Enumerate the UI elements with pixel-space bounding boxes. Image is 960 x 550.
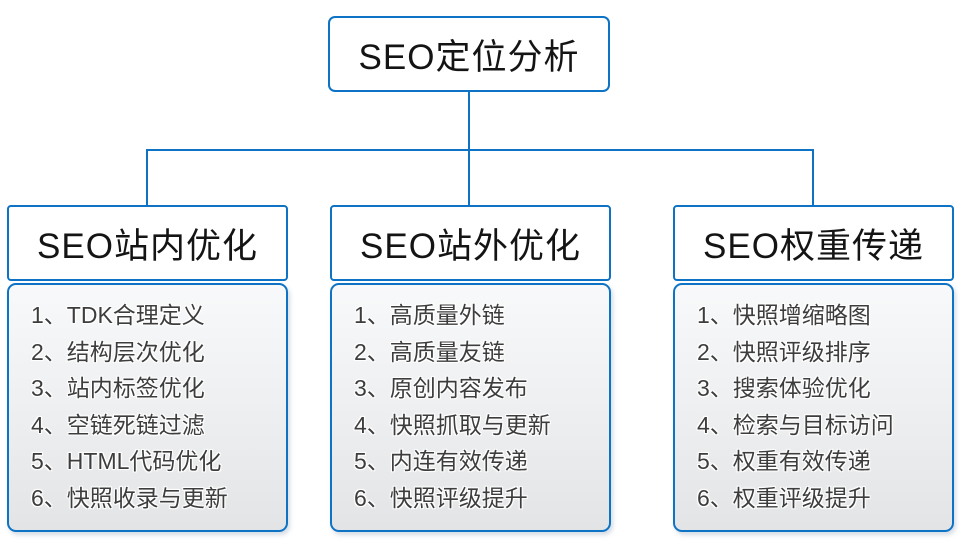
root-node: SEO定位分析: [328, 16, 610, 92]
list-item: 4、检索与目标访问: [697, 411, 894, 438]
list-item: 4、空链死链过滤: [31, 411, 205, 438]
list-item: 5、HTML代码优化: [31, 448, 222, 474]
list-item: 1、TDK合理定义: [31, 302, 205, 328]
connector-drop-right: [812, 149, 814, 206]
list-item: 6、快照收录与更新: [31, 484, 228, 511]
connector-drop-left: [146, 149, 148, 206]
list-item: 6、快照评级提升: [354, 484, 528, 511]
branch-column-weight: SEO权重传递 1、快照增缩略图 2、快照评级排序 3、搜索体验优化 4、检索与…: [673, 205, 954, 532]
list-item: 3、站内标签优化: [31, 375, 205, 401]
root-title: SEO定位分析: [358, 37, 580, 77]
branch-header-onsite: SEO站内优化: [7, 205, 288, 281]
connector-horizontal: [146, 149, 814, 151]
list-item: 4、快照抓取与更新: [354, 411, 551, 438]
branch-column-offsite: SEO站外优化 1、高质量外链 2、高质量友链 3、原创内容发布 4、快照抓取与…: [330, 205, 611, 532]
list-item: 5、内连有效传递: [354, 448, 528, 474]
branch-header-offsite: SEO站外优化: [330, 205, 611, 281]
list-item: 1、高质量外链: [354, 302, 505, 328]
list-item: 1、快照增缩略图: [697, 302, 871, 328]
list-item: 6、权重评级提升: [697, 484, 871, 511]
connector-drop-center: [468, 149, 470, 206]
branch-column-onsite: SEO站内优化 1、TDK合理定义 2、结构层次优化 3、站内标签优化 4、空链…: [7, 205, 288, 532]
branch-list-offsite: 1、高质量外链 2、高质量友链 3、原创内容发布 4、快照抓取与更新 5、内连有…: [330, 283, 611, 532]
branch-list-onsite: 1、TDK合理定义 2、结构层次优化 3、站内标签优化 4、空链死链过滤 5、H…: [7, 283, 288, 532]
branch-title: SEO权重传递: [703, 226, 924, 266]
connector-root-stem: [468, 92, 470, 150]
branch-list-weight: 1、快照增缩略图 2、快照评级排序 3、搜索体验优化 4、检索与目标访问 5、权…: [673, 283, 954, 532]
list-item: 3、原创内容发布: [354, 375, 528, 401]
branch-title: SEO站内优化: [37, 226, 258, 266]
list-item: 2、结构层次优化: [31, 338, 205, 365]
branch-header-weight: SEO权重传递: [673, 205, 954, 281]
list-item: 2、快照评级排序: [697, 338, 871, 365]
branch-title: SEO站外优化: [360, 226, 581, 266]
list-item: 5、权重有效传递: [697, 448, 871, 474]
list-item: 3、搜索体验优化: [697, 375, 871, 401]
list-item: 2、高质量友链: [354, 338, 505, 365]
